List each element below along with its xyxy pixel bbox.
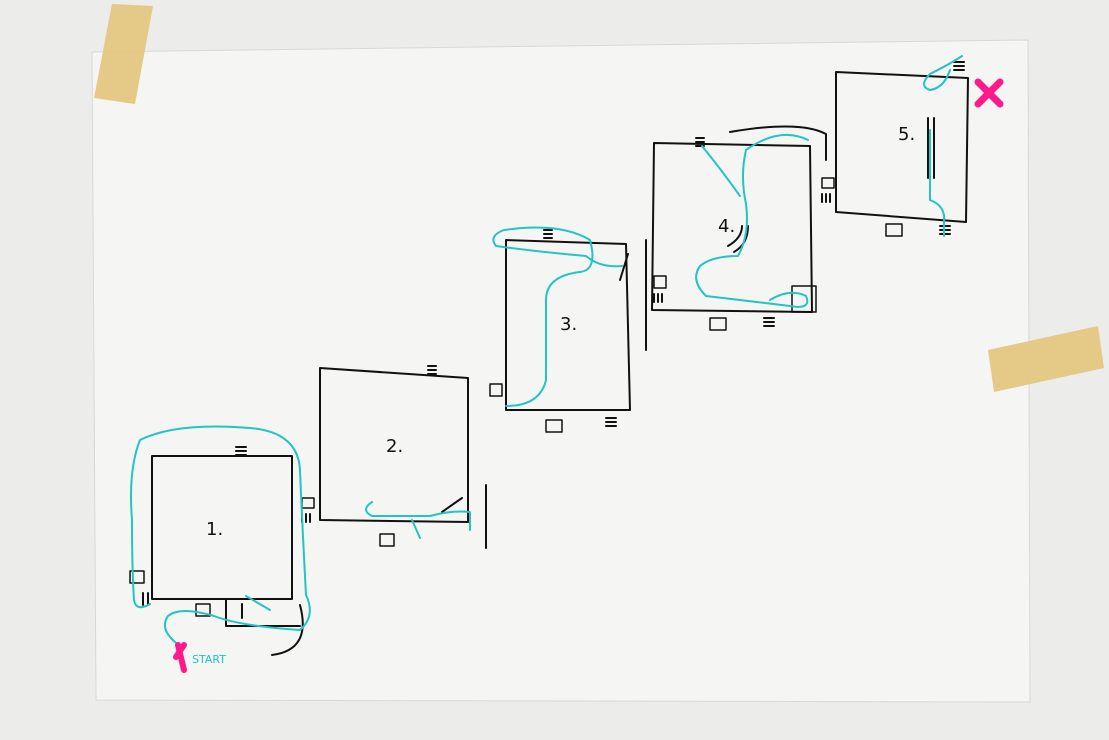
room-3-number: 3. — [560, 314, 577, 335]
room-4-number: 4. — [718, 216, 735, 237]
room-1-number: 1. — [206, 519, 223, 540]
room-2-number: 2. — [386, 436, 403, 457]
start-label: START — [192, 653, 226, 666]
paper-sheet — [92, 40, 1030, 702]
room-5-number: 5. — [898, 124, 915, 145]
